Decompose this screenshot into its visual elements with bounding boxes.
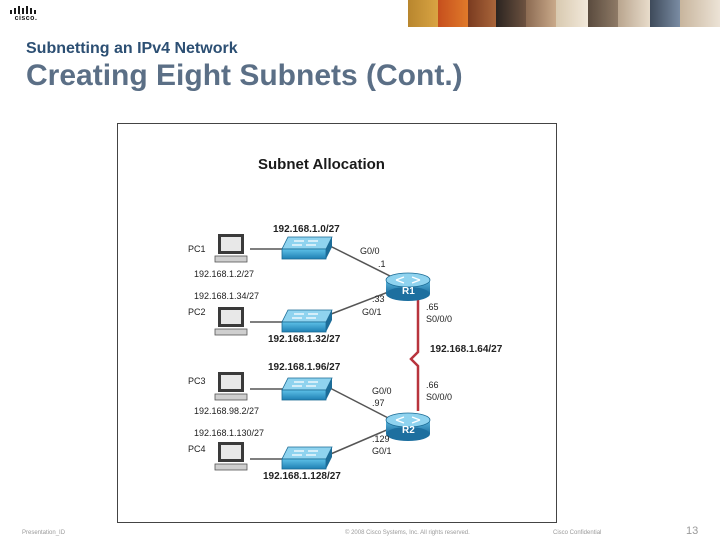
r1-g00-ip: .1 bbox=[378, 259, 386, 269]
switch2-icon bbox=[281, 309, 333, 333]
photo-tile bbox=[680, 0, 720, 27]
logo-text: cisco. bbox=[14, 15, 38, 22]
r1-s000-iface: S0/0/0 bbox=[426, 314, 453, 324]
photo-tile bbox=[556, 0, 588, 27]
subnet-label-4: 192.168.1.96/27 bbox=[268, 362, 341, 373]
r2-s000-iface: S0/0/0 bbox=[426, 392, 453, 402]
subnet-label-5: 192.168.1.128/27 bbox=[263, 471, 341, 482]
page-number: 13 bbox=[686, 525, 699, 537]
pc3-name: PC3 bbox=[188, 376, 206, 386]
r2-name: R2 bbox=[402, 425, 415, 436]
r1-name: R1 bbox=[402, 286, 415, 297]
photo-tile bbox=[526, 0, 556, 27]
photo-tile bbox=[588, 0, 618, 27]
photo-tile bbox=[408, 0, 438, 27]
subnet-label-3: 192.168.1.64/27 bbox=[430, 344, 503, 355]
r2-g01-iface: G0/1 bbox=[372, 446, 392, 456]
r1-g01-ip: .33 bbox=[372, 294, 385, 304]
r2-g01-ip: .129 bbox=[372, 434, 390, 444]
footer-copyright: © 2008 Cisco Systems, Inc. All rights re… bbox=[345, 530, 470, 536]
network-links bbox=[250, 243, 420, 460]
router-r1-icon bbox=[385, 272, 431, 301]
slide-title: Creating Eight Subnets (Cont.) bbox=[26, 59, 463, 92]
switch1-icon bbox=[281, 236, 333, 260]
link-switch4-r2 bbox=[325, 425, 397, 457]
pc1-name: PC1 bbox=[188, 244, 206, 254]
link-switch1-r1 bbox=[325, 243, 397, 280]
photo-tile bbox=[468, 0, 496, 27]
pc4-ip: 192.168.1.130/27 bbox=[194, 428, 265, 438]
header-banner: cisco. bbox=[0, 0, 720, 27]
subnet-label-2: 192.168.1.32/27 bbox=[268, 334, 341, 345]
pc1-ip: 192.168.1.2/27 bbox=[194, 269, 255, 279]
photo-tile bbox=[650, 0, 680, 27]
r2-g00-ip: .97 bbox=[372, 398, 385, 408]
pc2-name: PC2 bbox=[188, 307, 206, 317]
r1-g01-iface: G0/1 bbox=[362, 307, 382, 317]
pc2-ip: 192.168.1.34/27 bbox=[194, 291, 260, 301]
slide-subtitle: Subnetting an IPv4 Network bbox=[26, 40, 238, 57]
subnet-diagram: Subnet Allocation 192.168.1.0/27 192.168… bbox=[117, 123, 557, 523]
cisco-logo: cisco. bbox=[8, 4, 44, 24]
r2-g00-iface: G0/0 bbox=[372, 386, 392, 396]
subnet-label-1: 192.168.1.0/27 bbox=[273, 224, 340, 235]
r1-g00-iface: G0/0 bbox=[360, 246, 380, 256]
pc4-name: PC4 bbox=[188, 444, 206, 454]
topology-graphic bbox=[214, 234, 431, 471]
r1-s000-ip: .65 bbox=[426, 302, 439, 312]
pc2-icon bbox=[214, 307, 248, 336]
r2-s000-ip: .66 bbox=[426, 380, 439, 390]
pc1-icon bbox=[214, 234, 248, 263]
router-r2-icon bbox=[385, 412, 431, 441]
link-switch2-r1 bbox=[325, 288, 397, 317]
serial-link-r1-r2 bbox=[409, 299, 420, 411]
link-switch3-r2 bbox=[325, 385, 397, 423]
pc3-icon bbox=[214, 372, 248, 401]
photo-strip bbox=[408, 0, 720, 27]
photo-tile bbox=[496, 0, 526, 27]
cisco-bridge-icon bbox=[10, 6, 36, 14]
footer-presentation-id: Presentation_ID bbox=[22, 530, 66, 536]
pc4-icon bbox=[214, 442, 248, 471]
diagram-title: Subnet Allocation bbox=[258, 156, 385, 173]
footer-confidential: Cisco Confidential bbox=[553, 530, 602, 536]
switch4-icon bbox=[281, 446, 333, 470]
photo-tile bbox=[438, 0, 468, 27]
pc3-ip: 192.168.98.2/27 bbox=[194, 406, 260, 416]
photo-tile bbox=[618, 0, 650, 27]
switch3-icon bbox=[281, 377, 333, 401]
